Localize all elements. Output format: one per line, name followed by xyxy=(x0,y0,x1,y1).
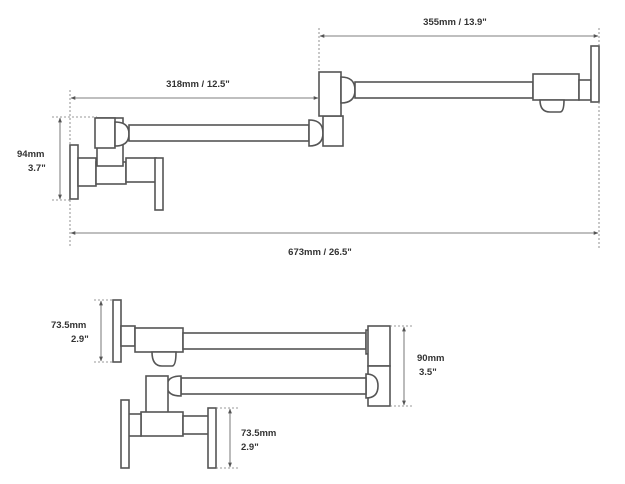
spout-arm-pipe xyxy=(354,81,534,99)
first-arm-label: 318mm / 12.5" xyxy=(166,79,230,90)
first-swing-joint xyxy=(94,117,130,149)
top-valve-in-label: 2.9" xyxy=(71,334,89,345)
top-valve-mm-label: 73.5mm xyxy=(51,320,86,331)
dim-first-arm: 318mm / 12.5" xyxy=(69,79,319,145)
extended-faucet-view: 355mm / 13.9" 318mm / 12.5" 94mm 3.7" 67… xyxy=(17,17,600,258)
first-arm-pipe xyxy=(128,124,310,142)
spout-arm-label: 355mm / 13.9" xyxy=(423,17,487,28)
folded-height-in-label: 3.5" xyxy=(419,367,437,378)
dim-top-valve: 73.5mm 2.9" xyxy=(51,299,113,363)
dim-spout-arm: 355mm / 13.9" xyxy=(318,17,600,72)
dim-bottom-valve: 73.5mm 2.9" xyxy=(216,407,276,469)
dim-total-reach: 673mm / 26.5" xyxy=(69,102,600,258)
spout-end-assembly xyxy=(532,45,600,113)
inlet-height-in-label: 3.7" xyxy=(28,163,46,174)
folded-faucet-view: 73.5mm 2.9" 90mm 3.5" 73.5mm 2.9" xyxy=(51,299,444,469)
bottom-valve-in-label: 2.9" xyxy=(241,442,259,453)
folded-height-mm-label: 90mm xyxy=(417,353,444,364)
dim-inlet-height: 94mm 3.7" xyxy=(17,116,97,201)
bottom-valve-mm-label: 73.5mm xyxy=(241,428,276,439)
folded-hinge-joints xyxy=(365,325,391,407)
total-reach-label: 673mm / 26.5" xyxy=(288,247,352,258)
folded-lower-assembly xyxy=(120,375,367,469)
folded-upper-assembly xyxy=(112,299,367,367)
dim-folded-height: 90mm 3.5" xyxy=(390,325,444,407)
middle-elbow-joint xyxy=(308,71,356,147)
inlet-height-mm-label: 94mm xyxy=(17,149,44,160)
